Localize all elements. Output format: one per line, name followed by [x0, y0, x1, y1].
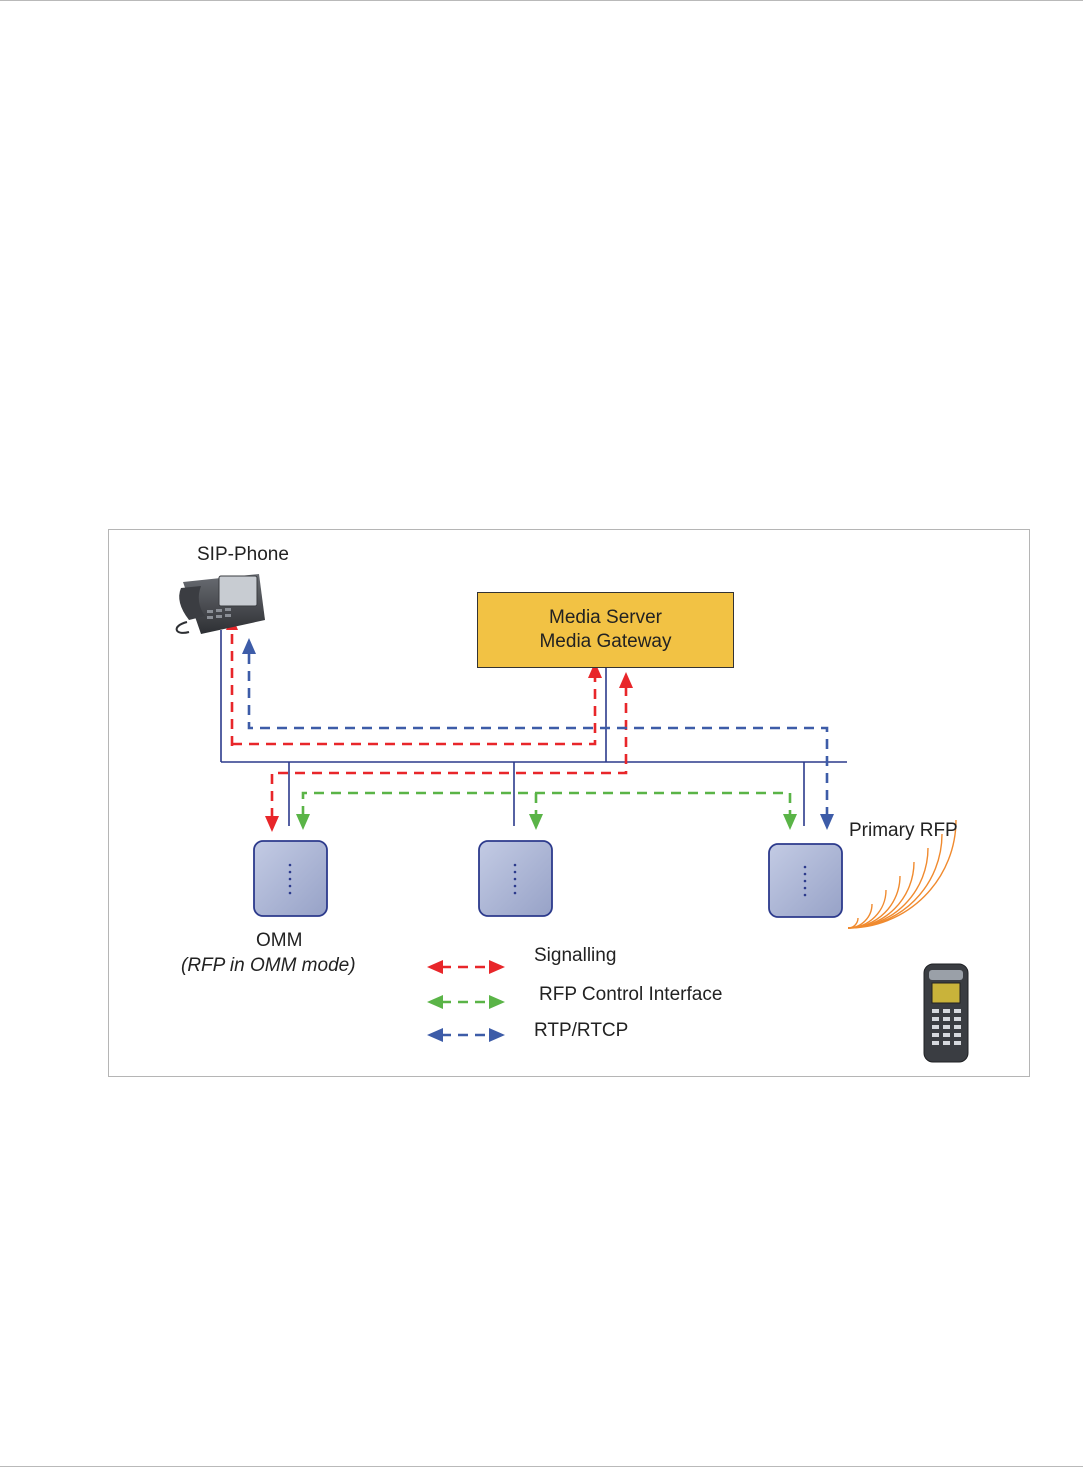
page-top-rule	[0, 0, 1083, 1]
omm-label: OMM	[256, 930, 302, 952]
dect-handset-icon	[924, 964, 968, 1062]
legend-label-rtp: RTP/RTCP	[534, 1020, 628, 1042]
control-arrowheads	[296, 814, 797, 830]
rtp-paths	[249, 654, 827, 815]
legend-arrow-control	[427, 995, 505, 1009]
omm-sublabel: (RFP in OMM mode)	[181, 955, 356, 977]
primary-rfp-label: Primary RFP	[849, 820, 958, 842]
desk-phone-icon	[177, 574, 265, 634]
network-diagram: SIP-Phone Media Server Media Gateway Pri…	[108, 529, 1030, 1077]
legend-arrow-rtp	[427, 1028, 505, 1042]
page-bottom-rule	[0, 1466, 1083, 1467]
rfp-unit-omm	[254, 841, 327, 916]
legend-label-control: RFP Control Interface	[539, 984, 722, 1006]
rfp-unit-middle	[479, 841, 552, 916]
media-server-label: Media Server	[549, 606, 662, 630]
control-paths	[303, 793, 790, 816]
media-gateway-label: Media Gateway	[539, 630, 671, 654]
rfp-unit-primary	[769, 844, 842, 917]
sip-phone-label: SIP-Phone	[197, 544, 289, 566]
legend-label-signalling: Signalling	[534, 945, 616, 967]
media-server-box: Media Server Media Gateway	[477, 592, 734, 668]
legend-arrow-signalling	[427, 960, 505, 974]
